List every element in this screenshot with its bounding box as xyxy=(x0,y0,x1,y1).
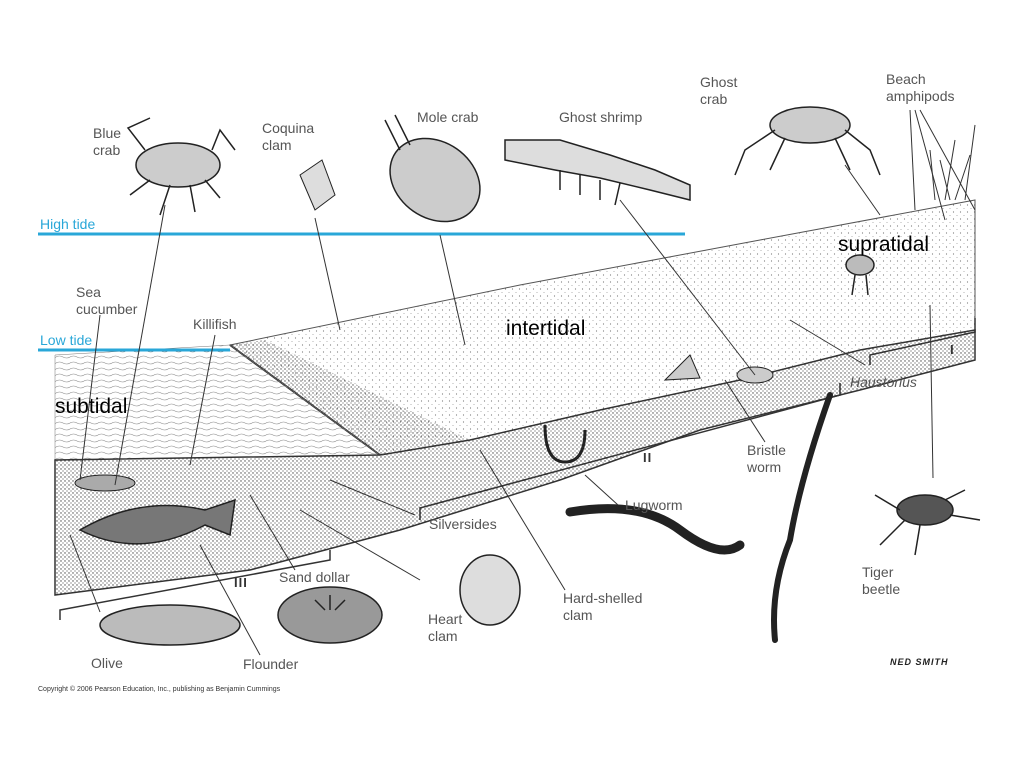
sea-cucumber-icon xyxy=(74,474,136,492)
lugworm-burrow-icon xyxy=(543,424,587,464)
coquina-clam-icon xyxy=(299,159,336,211)
zone-bracket-one xyxy=(869,318,976,365)
heart-clam-icon xyxy=(459,554,521,626)
ghost-crab-icon xyxy=(734,106,881,176)
zone-number-one: I xyxy=(950,342,955,357)
zone-label-subtidal: subtidal xyxy=(55,395,128,418)
mole-crab-icon xyxy=(384,114,481,223)
label-haustorius: Haustorius xyxy=(850,374,917,390)
sediment-cross-section xyxy=(54,329,976,596)
label-ghost-crab: Ghost crab xyxy=(700,74,738,107)
zone-bracket-two xyxy=(419,383,841,520)
label-ghost-shrimp: Ghost shrimp xyxy=(559,109,643,125)
zone-label-supratidal: supratidal xyxy=(838,233,930,256)
flounder-icon xyxy=(78,498,236,545)
leader-lines xyxy=(69,109,976,656)
zone-bracket-three xyxy=(59,550,331,620)
label-mole-crab: Mole crab xyxy=(417,109,479,125)
olive-icon xyxy=(99,604,241,646)
label-bristle-worm: Bristle worm xyxy=(747,442,786,475)
label-lugworm: Lugworm xyxy=(625,497,683,513)
label-hard-shelled-clam: Hard-shelled clam xyxy=(563,590,643,623)
ghost-shrimp-icon xyxy=(504,139,691,206)
zone-number-three: III xyxy=(234,575,248,590)
shorebird-icon xyxy=(845,254,875,296)
label-sand-dollar: Sand dollar xyxy=(279,569,350,585)
artist-signature: NED SMITH xyxy=(890,657,949,667)
tiger-beetle-icon xyxy=(874,489,981,556)
label-beach-amphipods: Beach amphipods xyxy=(886,71,955,104)
label-tiger-beetle: Tiger beetle xyxy=(862,564,901,597)
surf-zone xyxy=(230,340,470,455)
label-silversides: Silversides xyxy=(429,516,497,532)
label-heart-clam: Heart clam xyxy=(428,611,463,644)
lugworm-icon xyxy=(565,504,745,555)
blue-crab-icon xyxy=(126,117,236,216)
copyright-notice: Copyright © 2006 Pearson Education, Inc.… xyxy=(38,686,281,693)
zone-label-intertidal: intertidal xyxy=(506,317,586,340)
high-tide-label: High tide xyxy=(40,216,96,232)
sand-dollar-icon xyxy=(277,586,383,644)
label-blue-crab: Blue crab xyxy=(93,125,122,158)
bristle-worm-icon xyxy=(771,392,833,643)
low-tide-label: Low tide xyxy=(40,332,93,348)
zone-number-two: II xyxy=(643,450,653,465)
label-coquina-clam: Coquina clam xyxy=(262,120,315,153)
label-flounder: Flounder xyxy=(243,656,299,672)
label-olive: Olive xyxy=(91,655,123,671)
label-sea-cucumber: Sea cucumber xyxy=(76,284,138,317)
label-killifish: Killifish xyxy=(193,316,237,332)
